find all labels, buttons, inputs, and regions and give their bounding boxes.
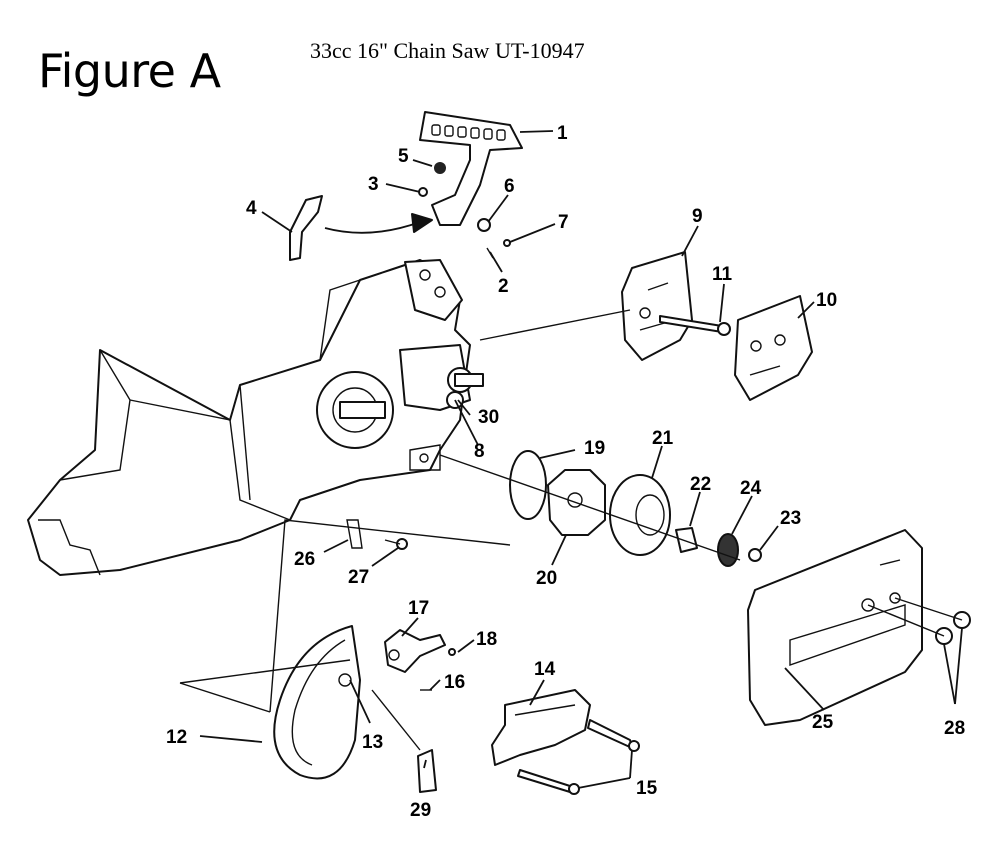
- callout-10: 10: [816, 290, 837, 311]
- callout-21: 21: [652, 428, 674, 449]
- front-handle-guard-drawing: [419, 111, 523, 226]
- callout-14: 14: [534, 659, 556, 680]
- callout-23: 23: [780, 508, 801, 529]
- callout-15: 15: [636, 778, 658, 799]
- callout-4: 4: [246, 198, 257, 219]
- callout-19: 19: [584, 438, 605, 459]
- callout-26: 26: [294, 549, 315, 570]
- callout-29: 29: [410, 800, 431, 821]
- callout-30: 30: [478, 407, 499, 428]
- callout-11: 11: [712, 264, 733, 285]
- callout-8: 8: [474, 441, 485, 462]
- callout-13: 13: [362, 732, 383, 753]
- saw-body-drawing: [27, 259, 484, 576]
- screw-hardware-drawing: [346, 519, 408, 550]
- callout-16: 16: [444, 672, 465, 693]
- bar-plates-drawing: [479, 251, 813, 401]
- callout-18: 18: [476, 629, 497, 650]
- handle-hardware-drawing: [418, 162, 511, 259]
- callout-9: 9: [692, 206, 703, 227]
- callout-22: 22: [690, 474, 711, 495]
- leader-lines: [199, 130, 963, 789]
- chain-adjuster-drawing: [491, 689, 640, 795]
- clutch-assembly-drawing: [439, 450, 762, 567]
- callout-20: 20: [536, 568, 557, 589]
- brake-band-drawing: [179, 519, 511, 780]
- callout-28: 28: [944, 718, 965, 739]
- side-cover-drawing: [747, 529, 971, 726]
- callout-2: 2: [498, 276, 509, 297]
- callout-7: 7: [558, 212, 569, 233]
- callout-27: 27: [348, 567, 369, 588]
- callout-17: 17: [408, 598, 429, 619]
- callout-1: 1: [557, 123, 568, 144]
- callout-labels: 1 2 3 4 5 6 7 8 9 10 11 12 13 14 15 16 1…: [166, 123, 965, 821]
- brake-spring-drawing: [289, 195, 433, 261]
- figure-label: Figure A: [38, 44, 221, 98]
- callout-25: 25: [812, 712, 834, 733]
- document-title: 33cc 16" Chain Saw UT-10947: [310, 38, 585, 63]
- brake-lever-drawing: [371, 629, 456, 793]
- callout-3: 3: [368, 174, 379, 195]
- callout-12: 12: [166, 727, 187, 748]
- callout-5: 5: [398, 146, 409, 167]
- callout-24: 24: [740, 478, 762, 499]
- callout-6: 6: [504, 176, 515, 197]
